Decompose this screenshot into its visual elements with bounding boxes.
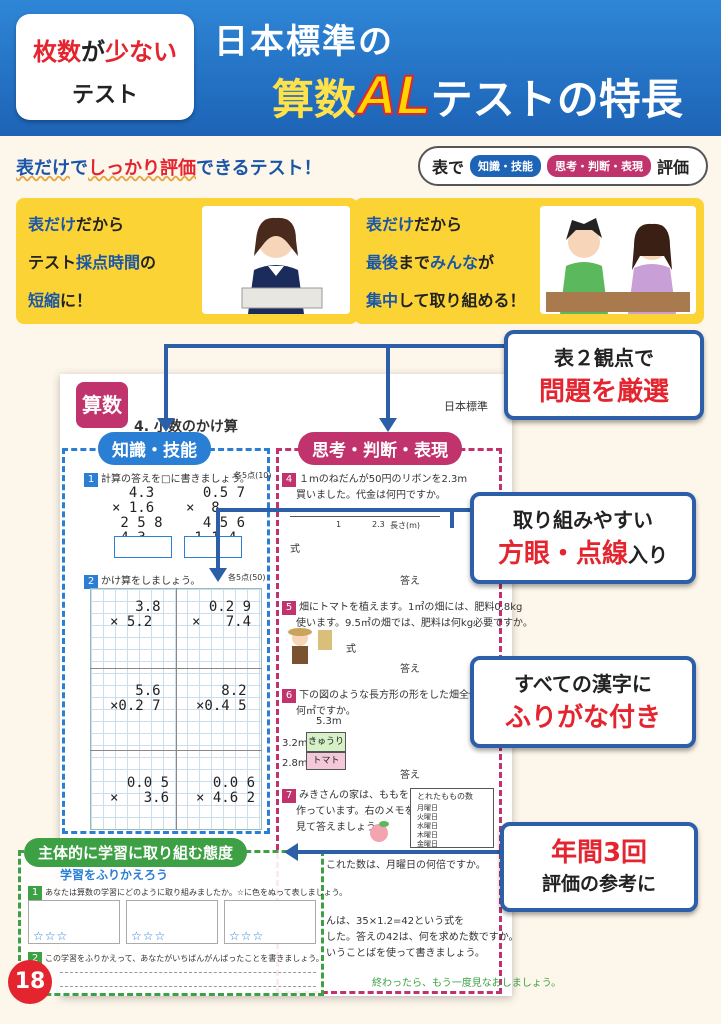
calc-3: 5.6 ×0.2 7 xyxy=(110,683,161,714)
page-number: 18 xyxy=(8,960,52,1004)
thinking-pill: 思考・判断・表現 xyxy=(547,155,652,177)
callout-two-perspectives: 表２観点で 問題を厳選 xyxy=(504,330,704,420)
field-tomato: トマト xyxy=(306,752,346,770)
reflection-panels: ☆☆☆ ☆☆☆ ☆☆☆ xyxy=(28,900,318,944)
small-test-badge: 枚数が少ない テスト xyxy=(16,14,194,120)
answer-box-1b xyxy=(184,536,242,558)
calc-5: 0.0 5 × 3.6 xyxy=(110,775,170,806)
arrow-connector xyxy=(164,344,168,418)
memo-box: とれたももの数 月曜日 火曜日 水曜日 木曜日 金曜日 xyxy=(410,788,494,848)
callout-three-times: 年間3回 評価の参考に xyxy=(500,822,698,912)
tagline: 表だけでしっかり評価できるテスト！ xyxy=(16,158,322,179)
attitude-label: 主体的に学習に取り組む態度 xyxy=(24,838,248,867)
callout-grid-lines: 取り組みやすい 方眼・点線入り xyxy=(470,492,696,584)
farmer-illustration xyxy=(284,624,334,668)
arrow-head xyxy=(157,418,175,432)
feature-card-focus: 表だけだから 最後までみんなが 集中して取り組める！ xyxy=(354,198,704,324)
calc-2: 0.2 9 × 7.4 xyxy=(192,599,252,630)
students-illustration xyxy=(540,206,696,314)
end-note: 終わったら、もう一度見なおしましょう。 xyxy=(372,978,562,989)
calc-6: 0.0 6 × 4.6 2 xyxy=(196,775,256,806)
title-line1: 日本標準の xyxy=(214,22,394,62)
knowledge-label: 知識・技能 xyxy=(98,432,211,465)
subject-badge: 算数 xyxy=(76,382,128,428)
title-line2: 算数ALテストの特長 xyxy=(272,62,683,127)
evaluation-box: 表で 知識・技能 思考・判断・表現 評価 xyxy=(418,146,708,186)
feature-card-grading: 表だけだから テスト採点時間の 短縮に！ xyxy=(16,198,358,324)
answer-box-1a xyxy=(114,536,172,558)
thinking-label: 思考・判断・表現 xyxy=(298,432,462,465)
al-logo: AL xyxy=(355,62,432,127)
calc-4: 8.2 ×0.4 5 xyxy=(196,683,247,714)
teacher-illustration xyxy=(202,206,350,314)
field-cucumber: きゅうり xyxy=(306,732,346,752)
publisher-name: 日本標準 xyxy=(444,400,488,413)
callout-furigana: すべての漢字に ふりがな付き xyxy=(470,656,696,748)
peach-icon xyxy=(366,820,392,842)
calc-1: 3.8 × 5.2 xyxy=(110,599,161,630)
knowledge-pill: 知識・技能 xyxy=(470,155,542,177)
